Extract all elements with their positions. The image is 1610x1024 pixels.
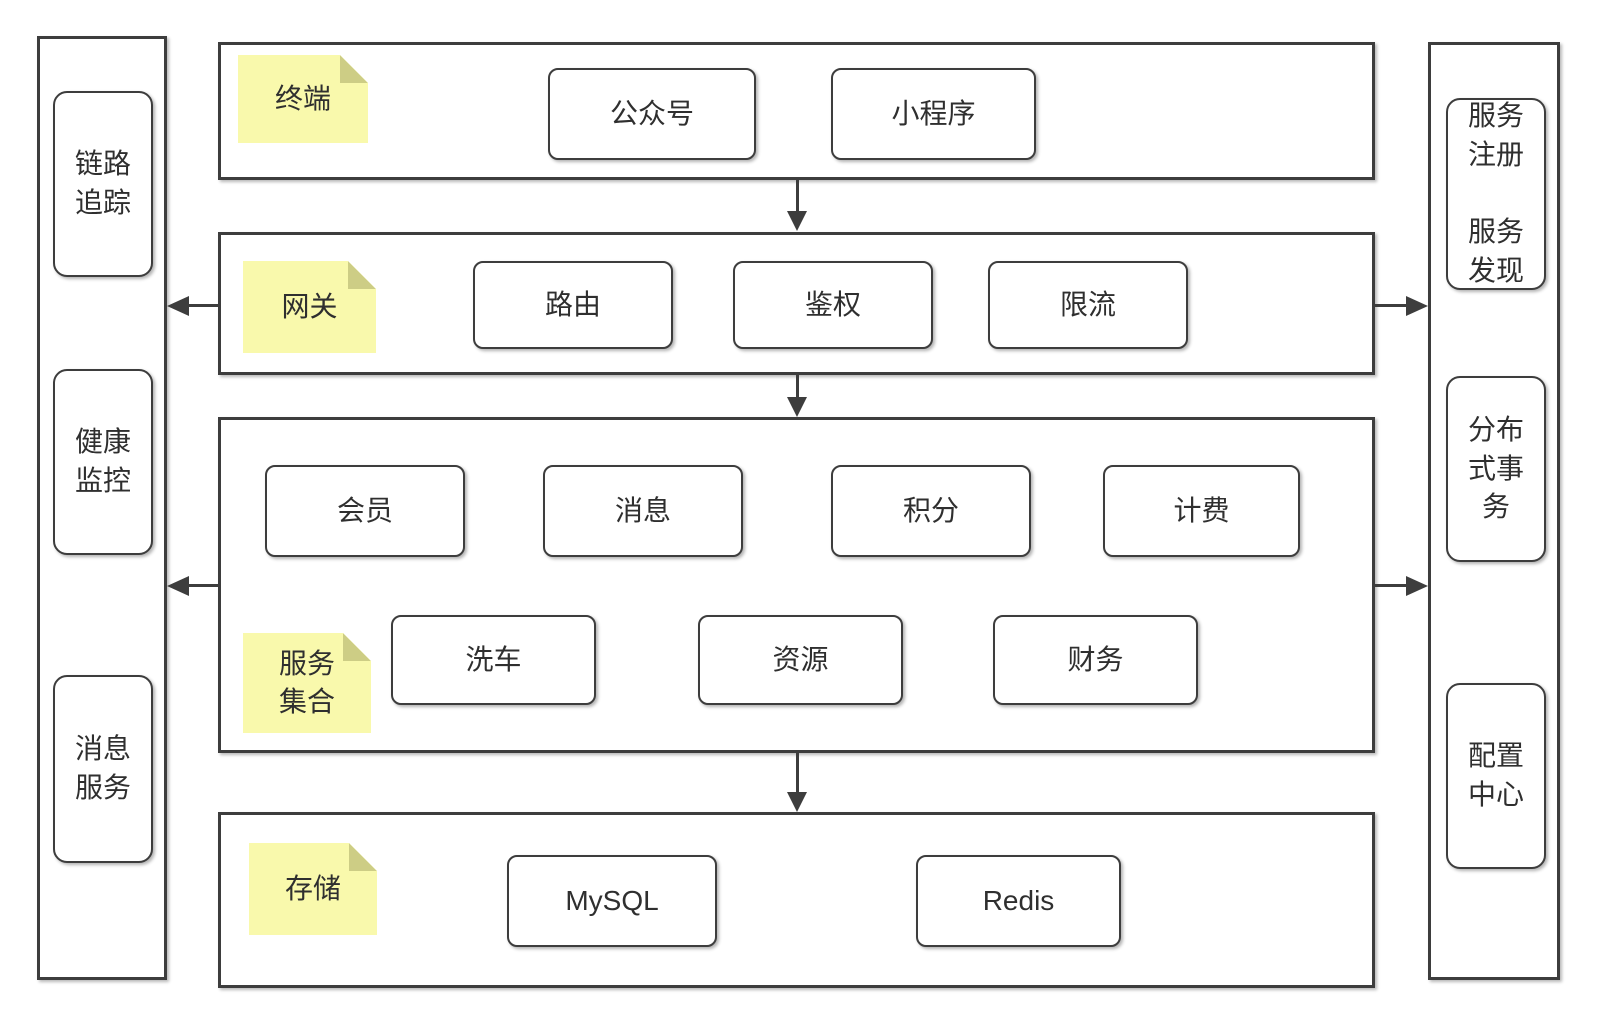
note-fold: [349, 843, 377, 871]
arrow-line: [1375, 304, 1407, 307]
arrow-head-down-icon: [787, 397, 807, 417]
sidebar-box-service-registry-discovery: 服务 注册 服务 发现: [1446, 98, 1546, 290]
left-sidebar-panel: 链路 追踪 健康 监控 消息 服务: [37, 36, 167, 980]
box-auth: 鉴权: [733, 261, 933, 349]
note-terminal-label: 终端: [274, 83, 331, 115]
right-sidebar-panel: 服务 注册 服务 发现 分布 式事 务 配置 中心: [1428, 42, 1560, 980]
note-service-collection-label: 服务 集合: [278, 648, 335, 717]
box-rate-limit: 限流: [988, 261, 1188, 349]
arrow-head-down-icon: [787, 792, 807, 812]
sidebar-box-link-tracing: 链路 追踪: [53, 91, 153, 277]
arrow-head-right-icon: [1406, 576, 1428, 596]
arrow-head-right-icon: [1406, 296, 1428, 316]
note-gateway-label: 网关: [281, 291, 338, 323]
note-fold: [340, 55, 368, 83]
arrow-head-down-icon: [787, 211, 807, 231]
note-terminal: 终端: [238, 55, 368, 143]
box-message: 消息: [543, 465, 743, 557]
arrow-line: [188, 304, 218, 307]
box-routing: 路由: [473, 261, 673, 349]
note-fold: [348, 261, 376, 289]
note-storage: 存储: [249, 843, 377, 935]
box-mysql: MySQL: [507, 855, 717, 947]
box-member: 会员: [265, 465, 465, 557]
arrow-line: [796, 375, 799, 398]
note-fold: [343, 633, 371, 661]
sidebar-box-health-monitoring: 健康 监控: [53, 369, 153, 555]
box-resource: 资源: [698, 615, 903, 705]
note-gateway: 网关: [243, 261, 376, 353]
sidebar-box-message-service: 消息 服务: [53, 675, 153, 863]
box-finance: 财务: [993, 615, 1198, 705]
arrow-line: [796, 180, 799, 212]
box-billing: 计费: [1103, 465, 1300, 557]
note-storage-label: 存储: [284, 873, 341, 905]
sidebar-box-config-center: 配置 中心: [1446, 683, 1546, 869]
box-official-account: 公众号: [548, 68, 756, 160]
arrow-line: [1375, 584, 1407, 587]
box-car-wash: 洗车: [391, 615, 596, 705]
sidebar-box-distributed-transaction: 分布 式事 务: [1446, 376, 1546, 562]
gateway-row-panel: 网关 路由 鉴权 限流: [218, 232, 1375, 375]
box-points: 积分: [831, 465, 1031, 557]
arrow-line: [188, 584, 218, 587]
arrow-head-left-icon: [167, 296, 189, 316]
arrow-head-left-icon: [167, 576, 189, 596]
storage-row-panel: 存储 MySQL Redis: [218, 812, 1375, 988]
terminal-row-panel: 终端 公众号 小程序: [218, 42, 1375, 180]
arrow-line: [796, 753, 799, 793]
note-service-collection: 服务 集合: [243, 633, 371, 733]
box-redis: Redis: [916, 855, 1121, 947]
services-row-panel: 会员 消息 积分 计费 服务 集合 洗车 资源 财务: [218, 417, 1375, 753]
box-mini-program: 小程序: [831, 68, 1036, 160]
